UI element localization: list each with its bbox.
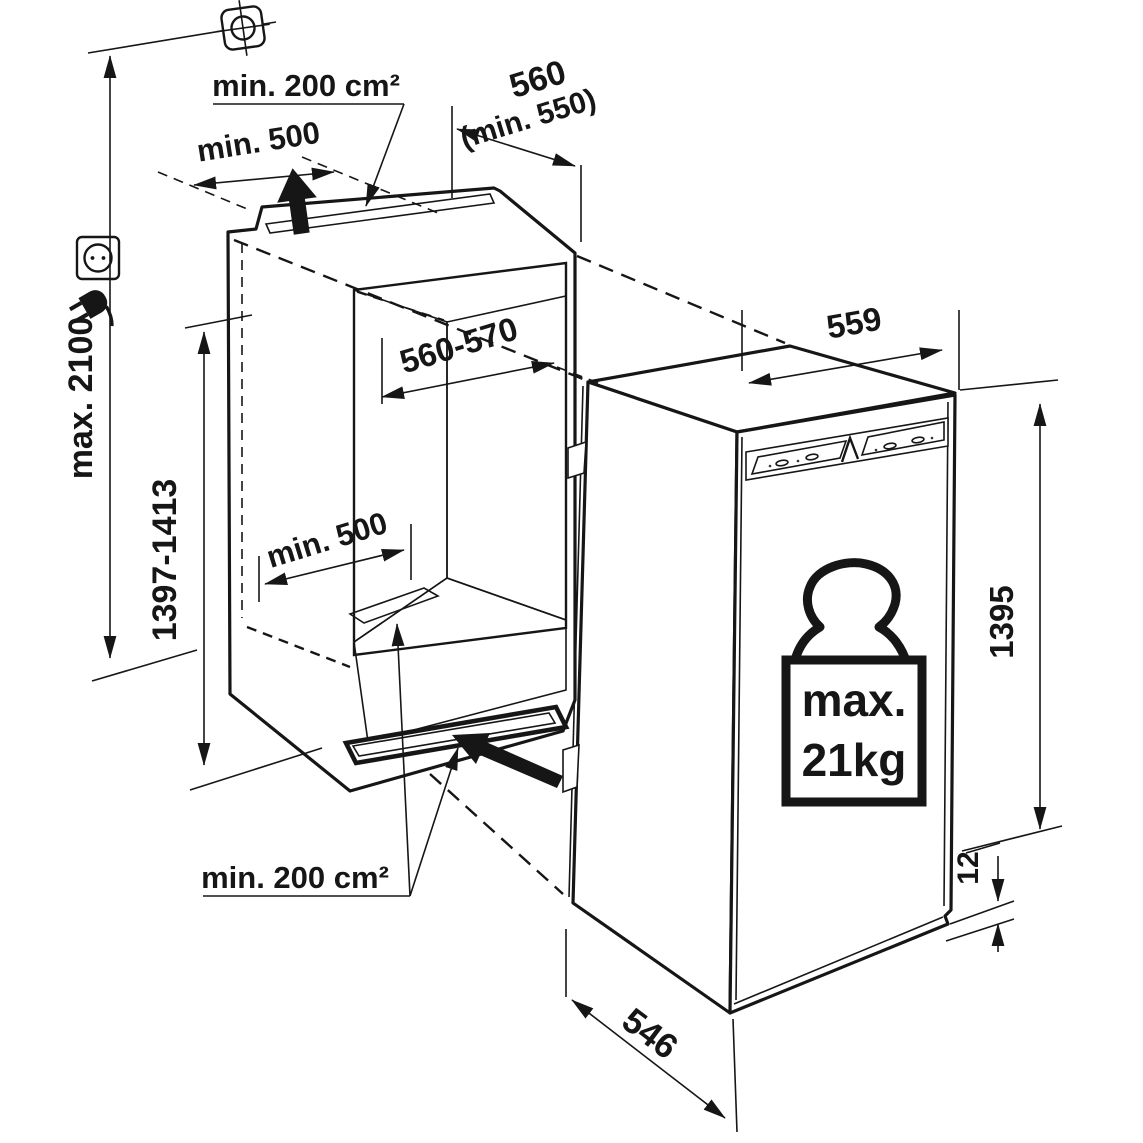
cabinet [226,168,577,793]
top-clearance-label: min. 500 [194,115,322,169]
door-bottom-edge-line [733,916,944,1005]
appliance-width-label: 559 [824,300,885,346]
niche-opening-edge [352,261,568,657]
projection-lines [233,238,786,895]
cabinet-outline [226,186,577,793]
top-vent-area-label: min. 200 cm² [212,68,400,103]
appliance-height-label: 1395 [983,585,1020,658]
bottom-gap-label: 12 [952,851,985,884]
dim-niche-height: 1397-1413 [146,314,323,791]
niche-floor [353,577,567,744]
ceiling-reference [87,0,277,56]
door-weight-label-1: max. [802,674,907,726]
hidden-plinth-edge [246,625,351,669]
ceiling-fixing-point-icon [216,0,270,56]
dim-bottom-gap: 12 [945,842,1015,952]
max-height-label: max. 2100 [62,317,100,480]
door-weight-label-2: 21kg [802,734,907,786]
dim-base-vent-area: min. 200 cm² [201,623,459,897]
appliance-side [571,380,739,1015]
dim-appliance-height: 1395 [959,379,1063,852]
niche-height-label: 1397-1413 [146,479,184,642]
dim-max-height: max. 2100 [62,55,198,682]
floor-vent-slot [348,587,440,624]
max-door-weight-icon: max. 21kg [781,558,927,807]
plinth-vent-slot [351,712,557,757]
power-socket-icon [75,235,121,281]
mounting-bracket-lower [562,743,580,794]
door-right-edge-line [943,401,949,907]
base-vent-area-label: min. 200 cm² [201,860,389,895]
appliance-depth-label: 546 [615,1001,685,1067]
mounting-bracket-upper [567,440,587,480]
dim-top-vent-area: min. 200 cm² [212,68,405,207]
door-left-edge-line [735,436,743,1001]
door-vent-grille [745,417,949,481]
airflow-in-arrow-icon [452,733,563,788]
appliance: max. 21kg [562,344,957,1015]
